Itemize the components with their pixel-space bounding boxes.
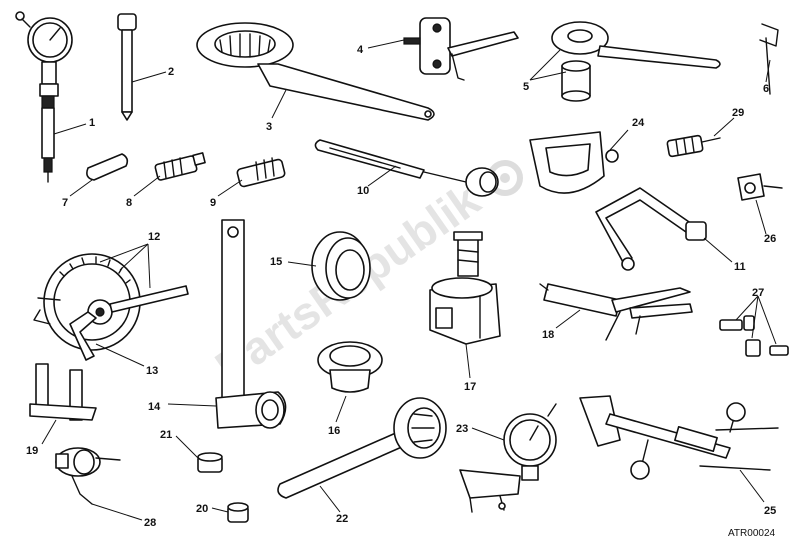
label-19: 19 (26, 445, 38, 457)
label-26: 26 (764, 233, 776, 245)
label-23: 23 (456, 423, 468, 435)
label-7: 7 (62, 197, 68, 209)
tool-24-holder (529, 131, 619, 194)
tool-15-ring (311, 231, 371, 301)
tool-1-bore-gauge (15, 11, 73, 183)
label-13: 13 (146, 365, 158, 377)
tool-28-fixture (55, 447, 121, 505)
label-28: 28 (144, 517, 156, 529)
tool-11-bent-bar (595, 187, 707, 271)
label-24: 24 (632, 117, 645, 129)
label-27: 27 (752, 287, 764, 299)
tool-26-clamp (737, 173, 783, 201)
label-8: 8 (126, 197, 132, 209)
tool-25-alignment-fixture (579, 395, 779, 480)
label-20: 20 (196, 503, 208, 515)
label-29: 29 (732, 107, 744, 119)
label-1: 1 (89, 117, 95, 129)
tool-3-ring-spanner (196, 22, 435, 121)
tool-12-degree-wheel (33, 253, 189, 351)
label-2: 2 (168, 66, 174, 78)
leader-lines (41, 39, 777, 521)
tool-14-socket-spanner (215, 219, 287, 429)
label-4: 4 (357, 44, 364, 56)
label-12: 12 (148, 231, 160, 243)
tool-17-puller-body (429, 231, 501, 345)
label-11: 11 (734, 261, 746, 273)
label-5: 5 (523, 81, 529, 93)
tool-2-pin (117, 13, 137, 121)
label-18: 18 (542, 329, 554, 341)
label-21: 21 (160, 429, 172, 441)
tool-4-bracket (403, 17, 519, 81)
label-25: 25 (764, 505, 776, 517)
label-9: 9 (210, 197, 216, 209)
tool-23-dial-gauge (459, 403, 557, 513)
label-22: 22 (336, 513, 348, 525)
tool-6-bent-rod (759, 23, 779, 95)
label-3: 3 (266, 121, 272, 133)
tool-19-fork (29, 363, 97, 421)
label-14: 14 (148, 401, 161, 413)
label-6: 6 (763, 83, 769, 95)
tool-18-extractor (539, 283, 693, 341)
label-17: 17 (464, 381, 476, 393)
tool-7-drift (86, 153, 129, 181)
tool-20-plug (227, 502, 249, 523)
tool-13-pointer (69, 311, 97, 361)
tool-21-plug (197, 452, 223, 473)
tool-22-pin-spanner (277, 397, 447, 499)
drawing-code: ATR00024 (728, 528, 776, 539)
tool-10-puller (314, 139, 499, 197)
label-15: 15 (270, 256, 282, 268)
callout-labels: 1 2 3 4 5 6 7 8 9 10 11 12 13 14 15 16 1… (26, 44, 776, 529)
label-10: 10 (357, 185, 369, 197)
tool-8-threaded-stud (154, 152, 206, 181)
tool-5-pin-wrench (551, 21, 721, 102)
tool-16-socket-cup (317, 341, 383, 393)
tool-9-threaded-bush (236, 157, 286, 188)
tool-29-bolt (666, 134, 721, 158)
label-16: 16 (328, 425, 340, 437)
